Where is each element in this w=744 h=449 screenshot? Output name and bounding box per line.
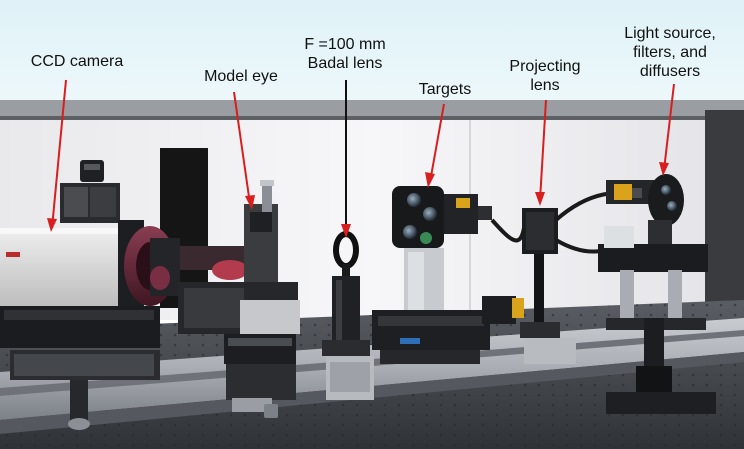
- arrow-model-eye: [233, 91, 251, 205]
- label-light-line2: filters, and: [633, 44, 707, 61]
- label-targets-text: Targets: [418, 81, 472, 98]
- label-badal-line2: Badal lens: [307, 55, 383, 72]
- badal-lens-assembly: [322, 231, 374, 400]
- enclosure-top-frame-edge: [0, 116, 744, 120]
- ccd-camera-assembly: [0, 160, 180, 430]
- arrowhead-projecting-lens: [535, 192, 545, 206]
- arrow-projecting-lens: [539, 99, 547, 201]
- enclosure-top-frame: [0, 100, 744, 118]
- targets-assembly: [372, 186, 492, 364]
- arrowhead-ccd-camera: [47, 218, 57, 232]
- label-model-eye-text: Model eye: [204, 68, 278, 85]
- arrowhead-targets: [425, 172, 435, 188]
- label-badal-lens: F =100 mm Badal lens: [290, 35, 400, 73]
- sky-background: [0, 0, 744, 110]
- arrow-light-source: [663, 83, 675, 171]
- label-light-line3: diffusers: [639, 63, 701, 80]
- annotation-arrows: [47, 79, 675, 238]
- label-ccd-camera: CCD camera: [22, 52, 132, 71]
- dark-right-corner: [705, 110, 744, 330]
- arrowhead-light-source: [659, 162, 669, 176]
- label-targets: Targets: [405, 80, 485, 99]
- model-eye-assembly: [178, 180, 300, 418]
- label-projecting-line1: Projecting: [509, 58, 581, 75]
- label-badal-line1: F =100 mm: [304, 36, 386, 53]
- label-projecting-line2: lens: [530, 77, 560, 94]
- label-projecting-lens: Projecting lens: [497, 57, 593, 95]
- arrow-targets: [429, 103, 445, 183]
- label-ccd-camera-text: CCD camera: [30, 53, 124, 70]
- arrowhead-badal-lens: [341, 224, 351, 238]
- arrowhead-model-eye: [245, 195, 255, 210]
- light-source-assembly: [598, 174, 716, 414]
- arrow-ccd-camera: [51, 79, 67, 229]
- label-model-eye: Model eye: [193, 67, 289, 86]
- label-light-line1: Light source,: [624, 25, 716, 42]
- label-light-source: Light source, filters, and diffusers: [610, 24, 730, 81]
